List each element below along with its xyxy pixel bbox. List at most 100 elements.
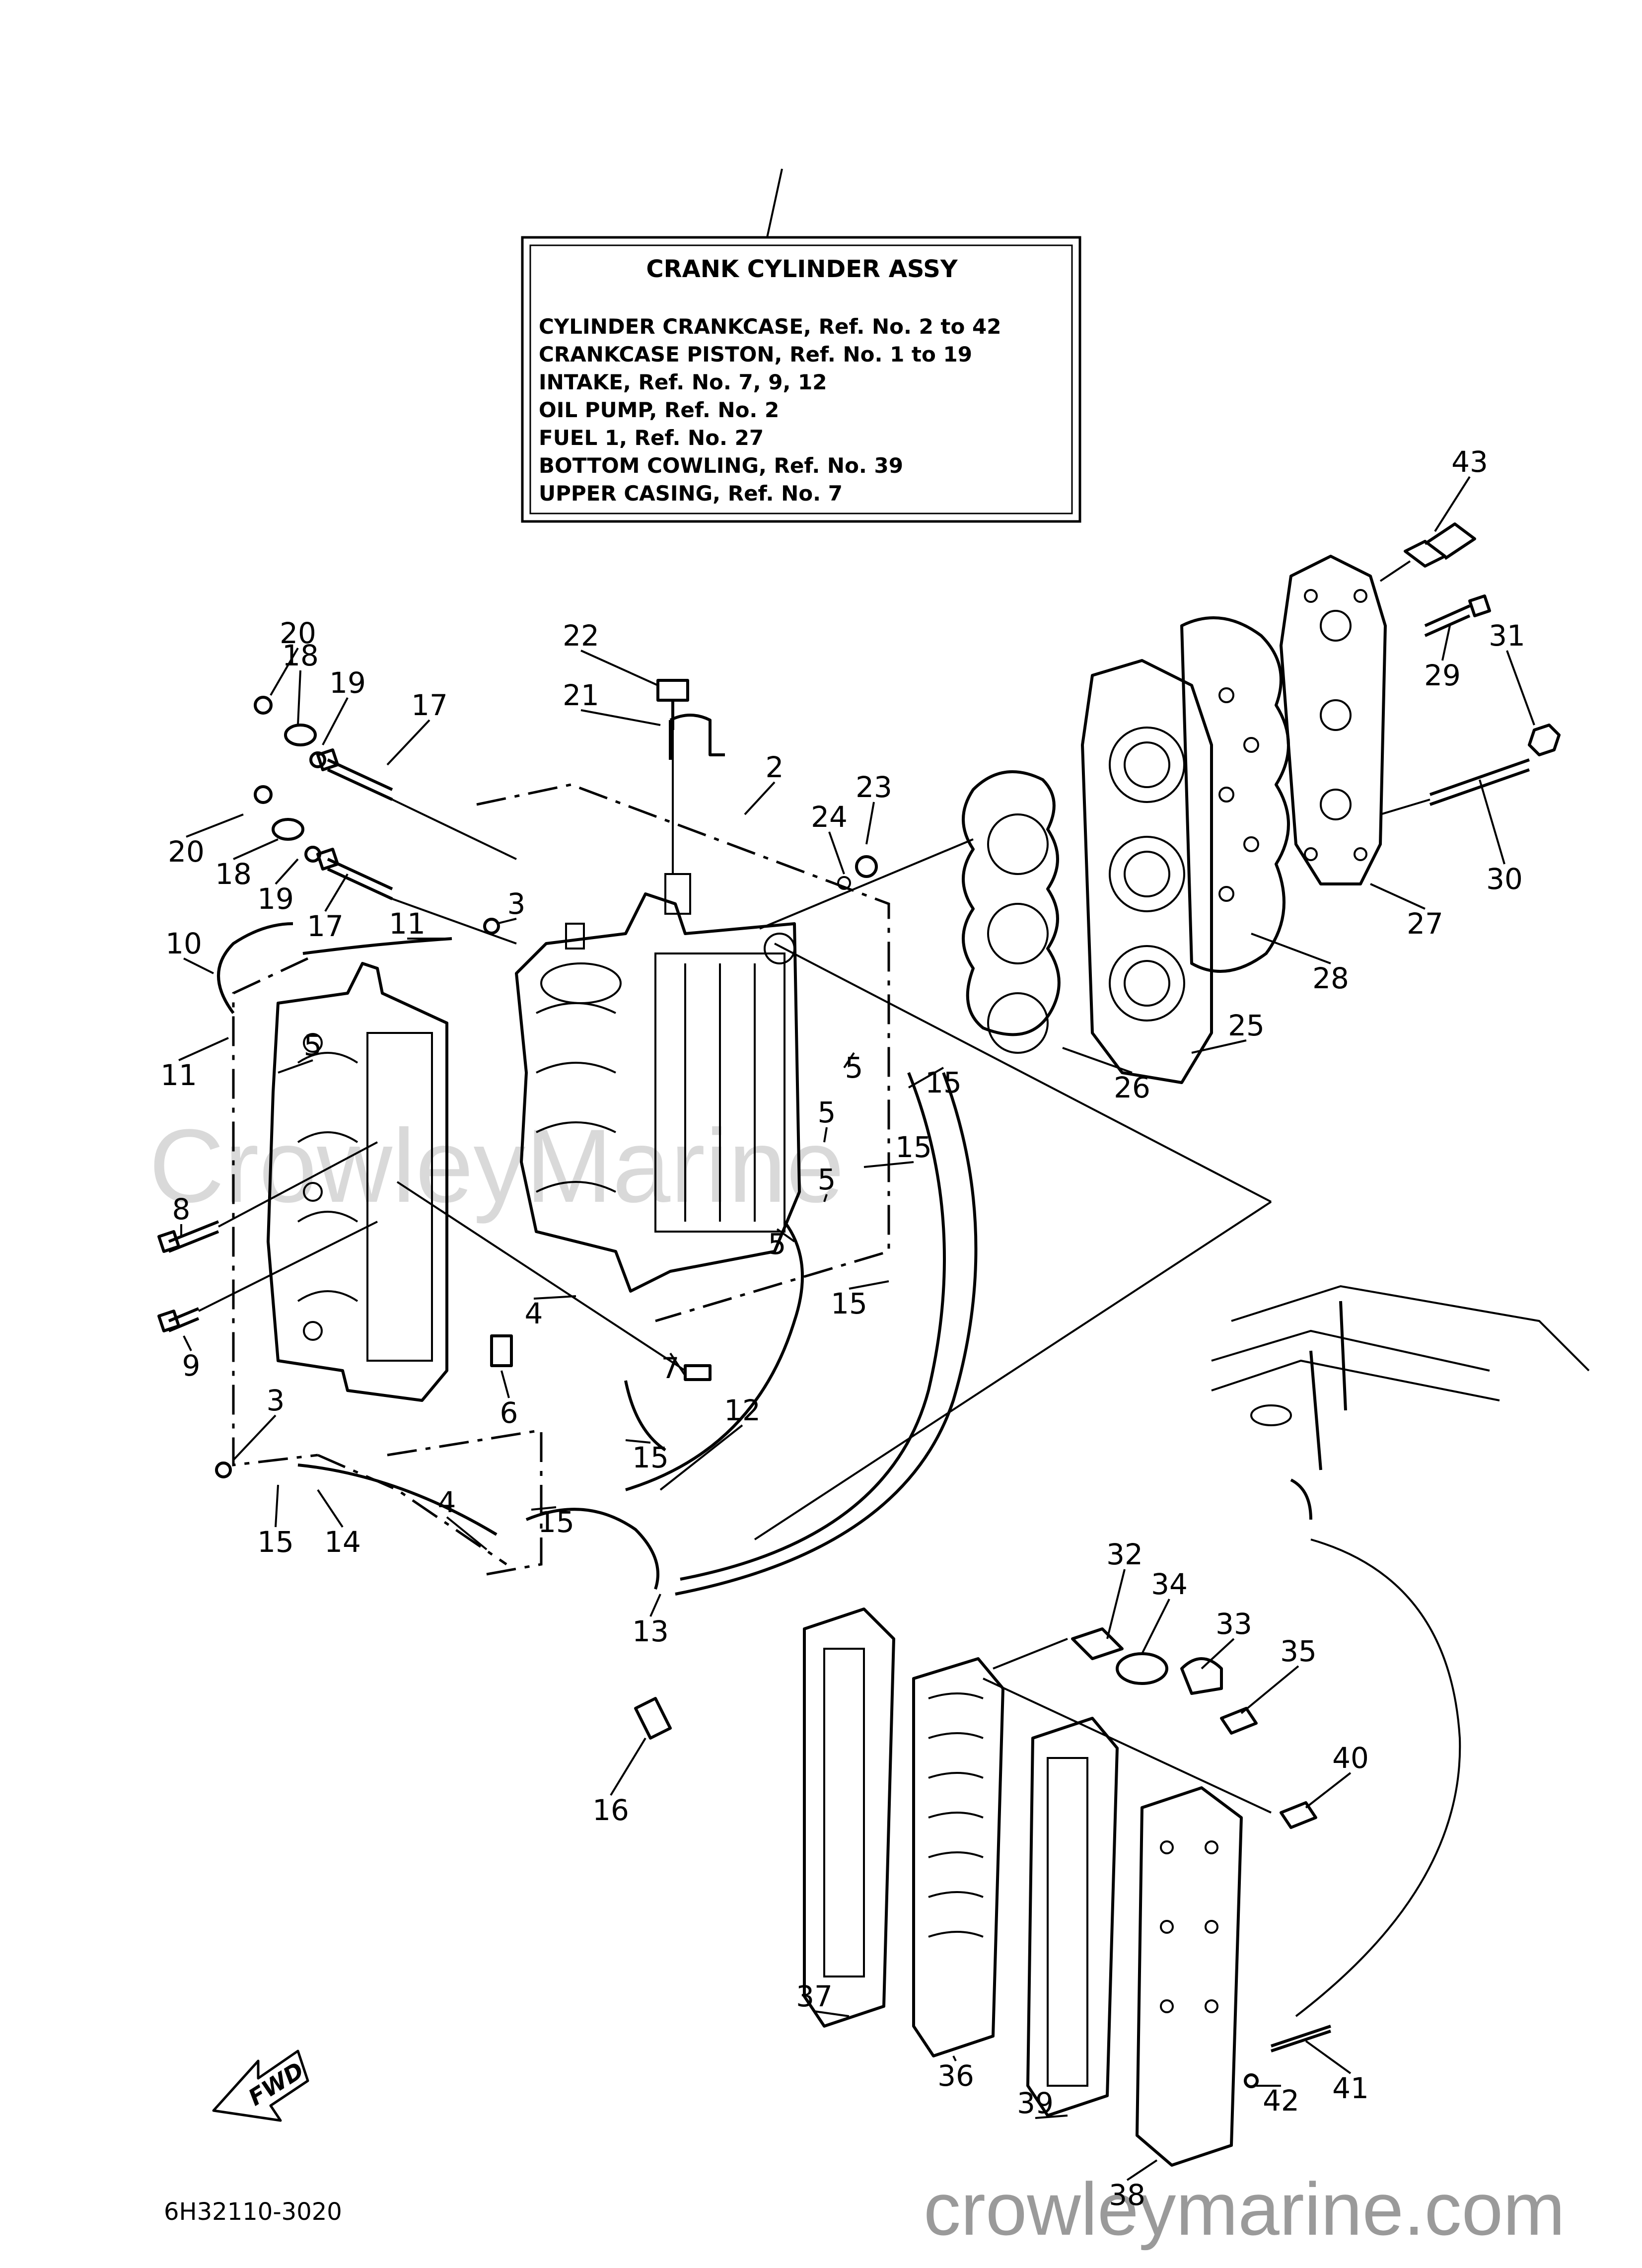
callout-label-22: 22 (563, 619, 599, 653)
watermark-text: CrowleyMarine (149, 1107, 844, 1224)
info-line: FUEL 1, Ref. No. 27 (539, 426, 764, 450)
callout-leader (1191, 1039, 1247, 1054)
callout-label-27: 27 (1407, 907, 1443, 941)
callout-leader (625, 1439, 651, 1444)
info-line: CYLINDER CRANKCASE, Ref. No. 2 to 42 (539, 314, 1001, 339)
callout-leader (952, 2055, 957, 2061)
callout-leader (1305, 2040, 1352, 2074)
callout-label-6: 6 (500, 1396, 518, 1430)
callout-leader (659, 1424, 743, 1491)
callout-leader (1240, 1665, 1299, 1714)
callout-label-35: 35 (1280, 1634, 1317, 1668)
callout-label-21: 21 (563, 678, 599, 712)
callout-label-30: 30 (1486, 862, 1523, 896)
callout-leader (1201, 1638, 1235, 1670)
callout-label-15: 15 (831, 1287, 867, 1320)
crankcase-half (267, 962, 448, 1402)
callout-label-19: 19 (257, 882, 294, 916)
info-line: BOTTOM COWLING, Ref. No. 39 (539, 453, 903, 478)
callout-leader (865, 802, 875, 845)
callout-leader (1434, 476, 1471, 532)
callout-leader (297, 670, 301, 726)
callout-label-40: 40 (1332, 1741, 1369, 1775)
cylinder-crankcase (515, 873, 801, 1293)
brand-text: crowleymarine.com (924, 2167, 1565, 2251)
callout-label-20: 20 (168, 835, 205, 869)
callout-leader (500, 1370, 510, 1398)
callout-leader (317, 1489, 344, 1528)
callout-leader (669, 1352, 686, 1377)
callout-leader (814, 2010, 850, 2017)
callout-leader (186, 813, 244, 838)
head-cover (1280, 555, 1387, 885)
callout-leader (183, 957, 214, 974)
callout-label-20: 20 (280, 616, 316, 650)
callout-label-7: 7 (661, 1351, 680, 1385)
callout-leader (823, 1194, 828, 1202)
callout-leader (649, 1594, 661, 1617)
assembly-info-box: CRANK CYLINDER ASSY CYLINDER CRANKCASE, … (521, 168, 1081, 523)
head-gasket (962, 770, 1061, 1054)
assembly-title: CRANK CYLINDER ASSY (646, 255, 958, 283)
callout-leader (531, 1506, 557, 1511)
callout-label-3: 3 (267, 1384, 285, 1417)
callout-leader (275, 1484, 279, 1528)
callout-leader (1506, 650, 1535, 726)
callout-label-9: 9 (182, 1349, 201, 1383)
callout-label-24: 24 (811, 800, 848, 834)
callout-leader (828, 831, 845, 875)
callout-label-33: 33 (1215, 1607, 1252, 1641)
callout-label-13: 13 (632, 1614, 669, 1648)
callout-leader (744, 781, 776, 815)
callout-leader (1106, 1569, 1126, 1639)
info-line: UPPER CASING, Ref. No. 7 (539, 481, 843, 506)
callout-label-10: 10 (165, 927, 202, 960)
callout-leader (1479, 779, 1505, 865)
hardware-parts (157, 522, 1561, 1740)
callout-label-15: 15 (925, 1066, 962, 1099)
callout-leader (1141, 1599, 1170, 1654)
info-line: CRANKCASE PISTON, Ref. No. 1 to 19 (539, 342, 972, 366)
callout-label-18: 18 (215, 857, 252, 891)
callout-leader (1126, 2159, 1158, 2181)
callout-label-4: 4 (525, 1297, 543, 1330)
explode-lines (198, 730, 1272, 1814)
cylinder-head (1081, 659, 1213, 1084)
callout-label-42: 42 (1263, 2084, 1299, 2118)
callout-label-15: 15 (895, 1130, 932, 1164)
callout-leader (776, 1228, 795, 1243)
callout-labels: 2334455555678910111112131415151515151516… (160, 445, 1535, 2212)
callout-label-29: 29 (1424, 658, 1461, 692)
callout-label-23: 23 (856, 770, 892, 804)
callout-leader (183, 1335, 192, 1351)
callout-leader (446, 1516, 488, 1550)
callout-label-15: 15 (538, 1505, 574, 1539)
callout-leader (322, 697, 349, 745)
callout-leader (386, 719, 430, 766)
callout-label-15: 15 (632, 1441, 669, 1474)
exhaust-cover-group (803, 1608, 1331, 2167)
callout-leader (1062, 1047, 1133, 1074)
callout-label-25: 25 (1228, 1009, 1265, 1042)
callout-label-8: 8 (172, 1192, 191, 1226)
callout-leader (908, 1067, 944, 1089)
callout-label-26: 26 (1114, 1071, 1150, 1104)
info-line: OIL PUMP, Ref. No. 2 (539, 398, 779, 422)
callout-leader (232, 1414, 277, 1461)
callout-label-43: 43 (1451, 445, 1488, 479)
callout-leader (178, 1037, 229, 1061)
callout-label-16: 16 (592, 1793, 629, 1827)
callout-leader (580, 709, 661, 726)
callout-label-15: 15 (257, 1525, 294, 1559)
callout-label-38: 38 (1109, 2178, 1145, 2212)
callout-label-5: 5 (818, 1163, 836, 1196)
callout-leader (849, 1280, 889, 1290)
callout-label-34: 34 (1151, 1567, 1188, 1601)
callout-leader (270, 647, 299, 696)
callout-leader (324, 873, 349, 912)
callout-label-5: 5 (304, 1028, 322, 1062)
callout-leader (233, 838, 279, 860)
callout-label-17: 17 (307, 909, 344, 943)
callout-label-39: 39 (1017, 2086, 1054, 2120)
callout-label-4: 4 (438, 1485, 456, 1519)
